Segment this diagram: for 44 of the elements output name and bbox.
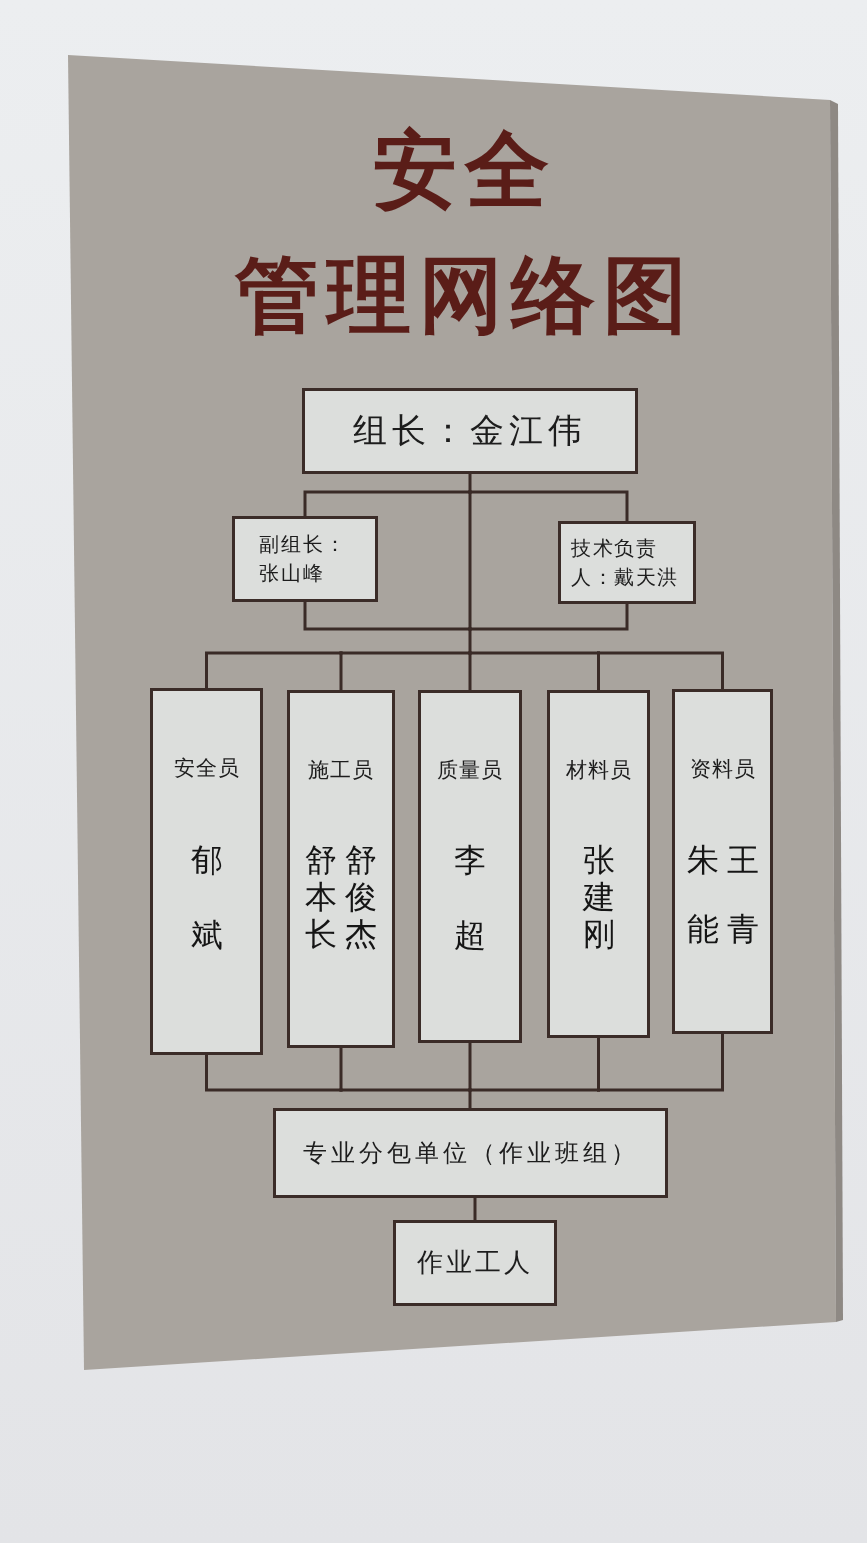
connector-line [468,1041,472,1092]
connector-line [205,1053,343,1092]
role-heading: 施工员 [308,757,374,783]
connector-line [339,1046,343,1092]
position-box [302,388,638,474]
role-heading: 材料员 [565,757,632,783]
position-box [287,690,395,1048]
name-text: 郁斌 [190,839,223,956]
position-text: 专业分包单位（作业班组） [302,1137,639,1169]
position-box [273,1108,668,1198]
position-box [558,521,696,604]
connector-line [597,1036,600,1092]
position-box [150,688,263,1055]
connector-line [468,490,472,631]
position-text: 副组长：张山峰 [259,531,348,587]
connector-line [303,600,472,631]
role-heading: 资料员 [689,756,756,782]
connector-line [468,1088,600,1092]
position-text: 技术负责人：戴天洪 [571,534,680,591]
connector-line [597,651,724,691]
connector-line [468,472,472,494]
position-text: 作业工人 [417,1246,533,1280]
position-box [672,689,773,1034]
position-box [232,516,378,602]
title-text: 安全管理网络图 [233,120,696,346]
name-text: 舒本长 [305,841,337,953]
position-box [547,690,650,1038]
name-text: 朱能 [686,839,719,950]
name-text: 舒俊杰 [345,841,377,953]
role-heading: 质量员 [437,757,503,783]
position-box [393,1220,557,1306]
connector-line [303,490,472,518]
connector-line [468,651,600,655]
connector-line [597,1032,724,1092]
name-text: 王青 [726,839,759,950]
name-text: 张建刚 [582,841,615,953]
connector-line [339,651,343,692]
connector-line [468,602,629,631]
position-text: 组长：金江伟 [353,409,587,453]
connector-line [205,651,343,690]
name-text: 李超 [454,839,486,956]
role-heading: 安全员 [173,755,240,781]
position-box [418,690,522,1043]
connector-line [473,1196,477,1222]
